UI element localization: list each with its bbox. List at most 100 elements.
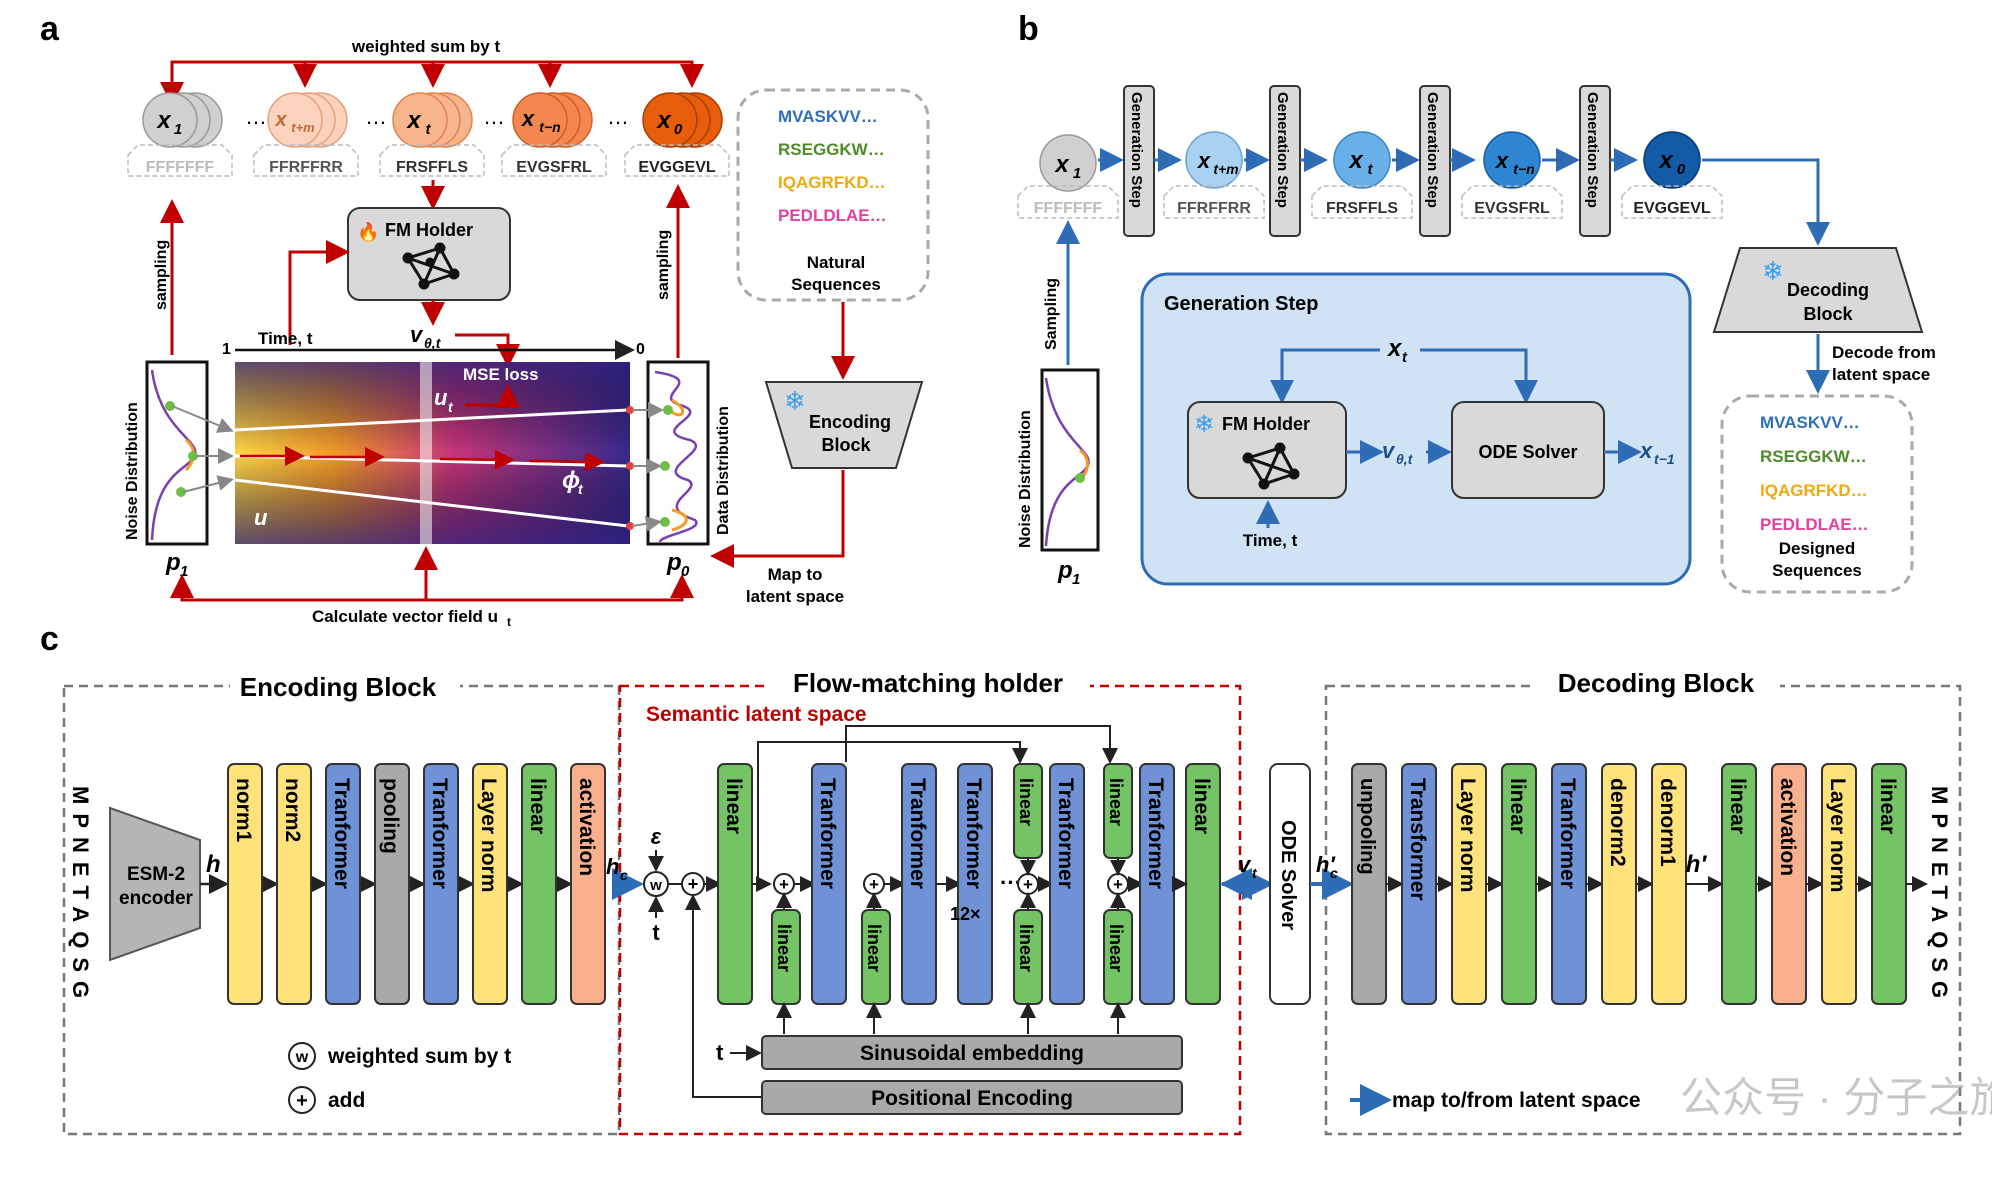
- map-latent-arrow: [710, 470, 845, 568]
- encoding-block-title: Encoding Block: [240, 672, 437, 702]
- designed-sequences: MVASKVV… RSEGGKW… IQAGRFKD… PEDLDLAE… De…: [1720, 394, 1914, 594]
- vector-field-label: Calculate vector field u: [312, 607, 498, 626]
- x0-to-decode-arrow: [1702, 158, 1830, 246]
- natural-seq-2: RSEGGKW…: [778, 140, 885, 159]
- natural-sequences: MVASKVV… RSEGGKW… IQAGRFKD… PEDLDLAE… Na…: [736, 88, 930, 302]
- fm-bottom-linear-1-label: linear: [1016, 924, 1036, 972]
- enc-layer-7-label: linear: [526, 778, 549, 834]
- axis-end: 0: [636, 341, 645, 358]
- enc-layer-1-label: norm1: [232, 778, 255, 843]
- natural-label-2: Sequences: [791, 275, 881, 294]
- seq-b-3: FRSFFLS: [1326, 200, 1398, 217]
- seq-a-5: EVGGEVL: [638, 159, 716, 176]
- fm-holder-title: Flow-matching holder: [793, 668, 1063, 698]
- vt-sym: v: [1238, 852, 1252, 877]
- snowflake-icon-b2: ❄: [1762, 256, 1784, 286]
- map-label-1: Map to: [768, 565, 823, 584]
- legend-add-label: add: [328, 1089, 365, 1112]
- enc-layer-8: activation: [570, 763, 606, 1005]
- b-state-1-sub: 1: [1073, 165, 1081, 182]
- enc-layer-3-label: Tranformer: [330, 778, 353, 889]
- state-stack-1: x 1: [142, 92, 223, 148]
- sinusoidal-embedding: [761, 1035, 1183, 1070]
- enc-layer-2-label: norm2: [281, 778, 304, 842]
- dec-layer-8: linear: [1721, 763, 1757, 1005]
- enc-layer-5: Tranformer: [423, 763, 459, 1005]
- network-icon-b: [1242, 442, 1300, 490]
- noise-dist-label-b: Noise Distribution: [1017, 410, 1034, 548]
- xt-sub-b: t: [1402, 349, 1408, 366]
- fm-add-1-text: +: [779, 875, 789, 894]
- vector-field-sub: t: [507, 615, 511, 629]
- panel-a-letter: a: [40, 10, 60, 48]
- designed-label-1: Designed: [1779, 539, 1856, 558]
- legend-map-label: map to/from latent space: [1392, 1089, 1641, 1112]
- seq-a-3: FRSFFLS: [396, 159, 468, 176]
- seq-b-5: EVGGEVL: [1633, 200, 1711, 217]
- axis-start: 1: [222, 341, 231, 358]
- fm-linear-in-label: linear: [722, 778, 745, 834]
- dec-layer-7-label: denorm1: [1656, 778, 1679, 867]
- phi-label: ϕ: [562, 467, 580, 494]
- designed-seq-1: MVASKVV…: [1760, 413, 1860, 432]
- seq-b-2: FFRFFRR: [1177, 200, 1251, 217]
- snowflake-icon-b1: ❄: [1194, 411, 1214, 438]
- dec-layer-1: unpooling: [1351, 763, 1387, 1005]
- dec-layer-6-label: denorm2: [1606, 778, 1629, 867]
- fm-bottom-linear-1: linear: [1013, 909, 1043, 1005]
- dec-title-bg: [1530, 670, 1780, 700]
- gen-step-3: Generation Step: [1424, 92, 1441, 208]
- b-state-1-sym: x: [1053, 151, 1070, 178]
- panel-a: a weighted sum by t x 1 … x t+m …: [40, 10, 930, 629]
- fm-linear-out-label: linear: [1190, 778, 1213, 834]
- state-2-sym: x: [274, 109, 287, 131]
- hc-sub: c: [620, 867, 628, 883]
- hcp-sub: c: [1330, 865, 1338, 881]
- state-3-sub: t: [426, 121, 432, 138]
- u-label: u: [254, 505, 268, 530]
- generation-step-box: Generation Step x t ❄ FM Holder Time, t …: [1140, 272, 1692, 586]
- esm-label-2: encoder: [119, 888, 194, 909]
- decoding-block-b: ❄ Decoding Block: [1712, 247, 1924, 333]
- gen-step-1: Generation Step: [1128, 92, 1145, 208]
- xtm1-sub: t−1: [1654, 451, 1675, 467]
- dec-layer-7: denorm1: [1651, 763, 1687, 1005]
- enc-layer-5-label: Tranformer: [428, 778, 451, 889]
- dec-layer-11-label: linear: [1876, 778, 1899, 834]
- time-label-b: Time, t: [1243, 531, 1298, 550]
- dec-layer-4: linear: [1501, 763, 1537, 1005]
- positional-encoding: [761, 1080, 1183, 1115]
- dec-layer-2: Transformer: [1401, 763, 1437, 1005]
- seq-a-4: EVGSFRL: [516, 159, 592, 176]
- enc-layer-2: norm2: [276, 763, 312, 1005]
- esm-encoder: [109, 806, 201, 962]
- output-sequence: MPNETAQSG: [1927, 786, 1952, 1007]
- dec-layer-2-label: Transformer: [1406, 778, 1429, 901]
- fm-transformer-2: Tranformer: [901, 763, 937, 1005]
- skip-conn-2: [845, 725, 1118, 764]
- natural-label-1: Natural: [807, 253, 866, 272]
- dec-layer-9: activation: [1771, 763, 1807, 1005]
- add-op-1-text: +: [688, 874, 699, 894]
- fm-late-transformer-2: Tranformer: [1139, 763, 1175, 1005]
- h-prime-sym: h′: [1686, 851, 1708, 878]
- state-4-sym: x: [521, 106, 535, 131]
- fm-transformer-1: Tranformer: [811, 763, 847, 1005]
- state-stack-4: x t−n: [512, 92, 593, 148]
- fm-holder-a: 🔥 FM Holder Time, t v θ,t: [258, 180, 520, 368]
- seq-a-2: FFRFFRR: [269, 159, 343, 176]
- ut-label: u: [434, 385, 448, 410]
- xtm1-sym: x: [1639, 438, 1653, 463]
- enc-layer-4: pooling: [374, 763, 410, 1005]
- designed-seq-2: RSEGGKW…: [1760, 447, 1867, 466]
- fm-repeat: 12×: [950, 904, 981, 924]
- semantic-latent-label: Semantic latent space: [646, 703, 867, 726]
- fm-holder-b-label: FM Holder: [1222, 414, 1310, 434]
- state-2-sub: t+m: [291, 120, 315, 135]
- data-distribution-a: Data Distribution p 0 sampling: [626, 184, 732, 580]
- decoding-block-b-l2: Block: [1803, 304, 1853, 324]
- fm-layers: linear+linearTranformer+linearTranformer…: [717, 725, 1221, 1034]
- seq-b-1: FFFFFFF: [1034, 200, 1103, 217]
- v-theta-sym: v: [410, 322, 424, 347]
- dec-layer-11: linear: [1871, 763, 1907, 1005]
